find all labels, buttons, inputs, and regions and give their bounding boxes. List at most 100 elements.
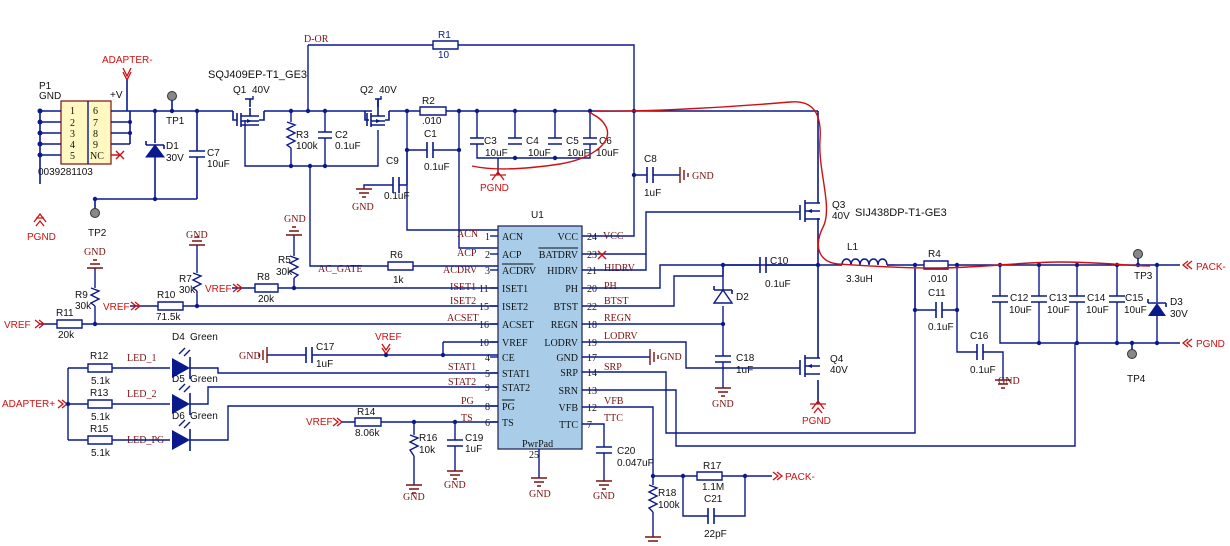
c16-ref: C16 [970, 331, 989, 342]
p1-pin-7: 7 [93, 118, 98, 129]
ic-pin-name: SRN [559, 386, 578, 397]
ic-pin-number: 20 [587, 284, 597, 295]
net-lodrv: LODRV [604, 331, 638, 342]
c3-ref: C3 [484, 136, 497, 147]
gnd-c17: GND [239, 351, 261, 362]
gnd-c18: GND [712, 399, 734, 410]
r15-ref: R15 [90, 424, 109, 435]
c21-ref: C21 [704, 494, 723, 505]
net-ts: TS [461, 413, 473, 424]
r10-value: 71.5k [156, 312, 181, 323]
ic-pin-number: 11 [479, 284, 489, 295]
net-acset: ACSET [447, 313, 479, 324]
r5-value: 30k [276, 267, 293, 278]
ic-pin-number: 16 [479, 320, 489, 331]
input-fets: D-OR R1 10 SQJ409EP-T1_GE3 Q1 40V Q2 40V… [208, 30, 818, 249]
r4-value: .010 [928, 274, 948, 285]
net-acdrv: ACDRV [443, 265, 478, 276]
c2-ref: C2 [335, 130, 348, 141]
d1-ref: D1 [166, 141, 179, 152]
net-ph: PH [604, 281, 617, 292]
ic-pin-name: VREF [502, 338, 528, 349]
connector-p1: P1 GND 1 2 3 4 5 6 7 8 9 NC 0039281103 P… [27, 81, 132, 243]
q3q4-part: SIJ438DP-T1-GE3 [855, 207, 947, 219]
r6-value: 1k [393, 275, 405, 286]
gnd-c20: GND [593, 491, 615, 502]
net-led2: LED_2 [127, 389, 156, 400]
ic-pin-name: STAT1 [502, 369, 530, 380]
p1-pin-5: 5 [70, 151, 75, 162]
p1-pin-4: 4 [70, 140, 75, 151]
gnd-r5: GND [284, 214, 306, 225]
ic-pin-name: HIDRV [547, 266, 579, 277]
c12-value: 10uF [1009, 305, 1032, 316]
c12-ref: C12 [1010, 293, 1029, 304]
ic-pin-name: GND [556, 353, 578, 364]
ic-pin-number: 2 [485, 250, 490, 261]
gnd-u1: GND [529, 489, 551, 500]
right-nets: VCC HIDRV PH BTST D2 C10 0.1uF REGN GND … [582, 231, 1076, 542]
ic-pin-name: REGN [551, 320, 578, 331]
ic-pin-number: 5 [485, 369, 490, 380]
c20-value: 0.047uF [617, 458, 654, 469]
r16-value: 10k [419, 445, 436, 456]
q1-ref: Q1 [233, 85, 247, 96]
gnd-c19: GND [444, 480, 466, 491]
q4-value: 40V [830, 365, 848, 376]
q1-value: 40V [252, 85, 270, 96]
ic-pin-number: 10 [479, 338, 489, 349]
ic-pin-number: 15 [479, 302, 489, 313]
c2-value: 0.1uF [335, 141, 361, 152]
vcc-section: GND C8 1uF Q3 40V SIJ438DP-T1-GE3 [582, 111, 947, 268]
r11-ref: R11 [56, 308, 74, 319]
vref-r8: VREF [205, 284, 232, 295]
c5-value: 10uF [567, 148, 590, 159]
pgnd-cbank: PGND [480, 183, 509, 194]
d2-ref: D2 [736, 292, 749, 303]
ic-u1: U1 PwrPad ACN1ACP2ACDRV3ISET111ISET215AC… [479, 210, 597, 500]
ic-pin-25: 25 [529, 450, 539, 461]
ic-pin-number: 9 [485, 383, 490, 394]
d1-value: 30V [166, 153, 184, 164]
ic-body [497, 225, 583, 450]
ic-pin-number: 7 [587, 420, 592, 431]
r3-ref: R3 [296, 130, 309, 141]
ic-pin-name: TTC [559, 420, 578, 431]
c5-ref: C5 [566, 136, 579, 147]
l1-value: 3.3uH [846, 274, 873, 285]
ic-pin-number: 6 [485, 418, 490, 429]
d3-ref: D3 [1170, 297, 1183, 308]
ic-pin-name: STAT2 [502, 383, 530, 394]
r4-ref: R4 [928, 249, 941, 260]
d5-value: Green [190, 374, 218, 385]
ic-pin-name: ISET1 [502, 284, 528, 295]
c15-value: 10uF [1124, 305, 1147, 316]
gnd-c8: GND [692, 171, 714, 182]
c13-value: 10uF [1047, 305, 1070, 316]
ic-pin-number: 17 [587, 353, 597, 364]
q1q2-part: SQJ409EP-T1_GE3 [208, 69, 307, 81]
net-vfb: VFB [604, 396, 624, 407]
r9-ref: R9 [75, 290, 88, 301]
r5-ref: R5 [278, 255, 291, 266]
d-or-label: D-OR [304, 34, 329, 45]
ic-pin-name: ACN [502, 232, 523, 243]
ic-pin-name: ACP [502, 250, 522, 261]
tp2-ref: TP2 [88, 228, 107, 239]
pgnd-left: PGND [27, 232, 56, 243]
p1-pin-1: 1 [70, 106, 75, 117]
c4-value: 10uF [528, 148, 551, 159]
ic-pin-name: ACDRV [502, 266, 537, 277]
r16-ref: R16 [419, 433, 438, 444]
c13-ref: C13 [1049, 293, 1068, 304]
q2-ref: Q2 [360, 85, 374, 96]
p1-pin-6: 6 [93, 106, 98, 117]
net-acp: ACP [457, 248, 477, 259]
net-pg: PG [461, 396, 474, 407]
ic-pin-name: PG [502, 402, 515, 413]
c1-value: 0.1uF [424, 162, 450, 173]
adapter-plus-label: ADAPTER+ [2, 399, 55, 410]
left-nets: ACN ACP ACDRV AC_GATE R6 1k ISET1 GND R5… [2, 166, 498, 503]
